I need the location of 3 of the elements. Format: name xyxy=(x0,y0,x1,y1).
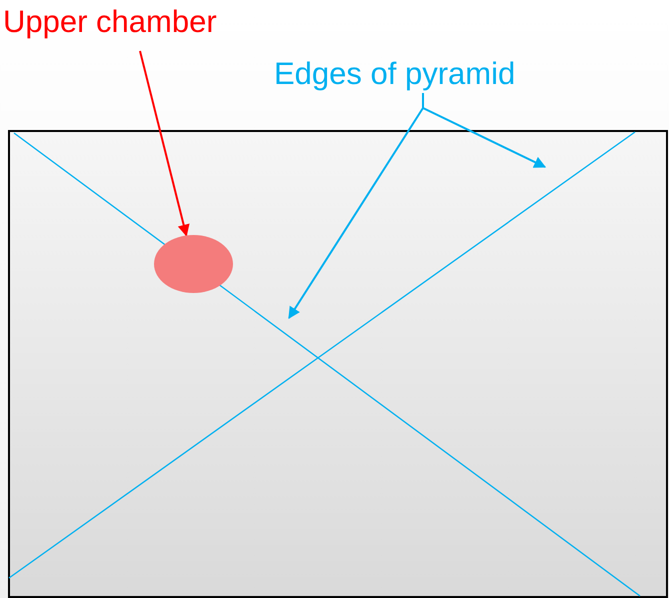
callout-label: Edges of pyramid xyxy=(274,58,516,89)
callout-label: Upper chamber xyxy=(3,6,217,37)
leader-line xyxy=(139,50,190,237)
